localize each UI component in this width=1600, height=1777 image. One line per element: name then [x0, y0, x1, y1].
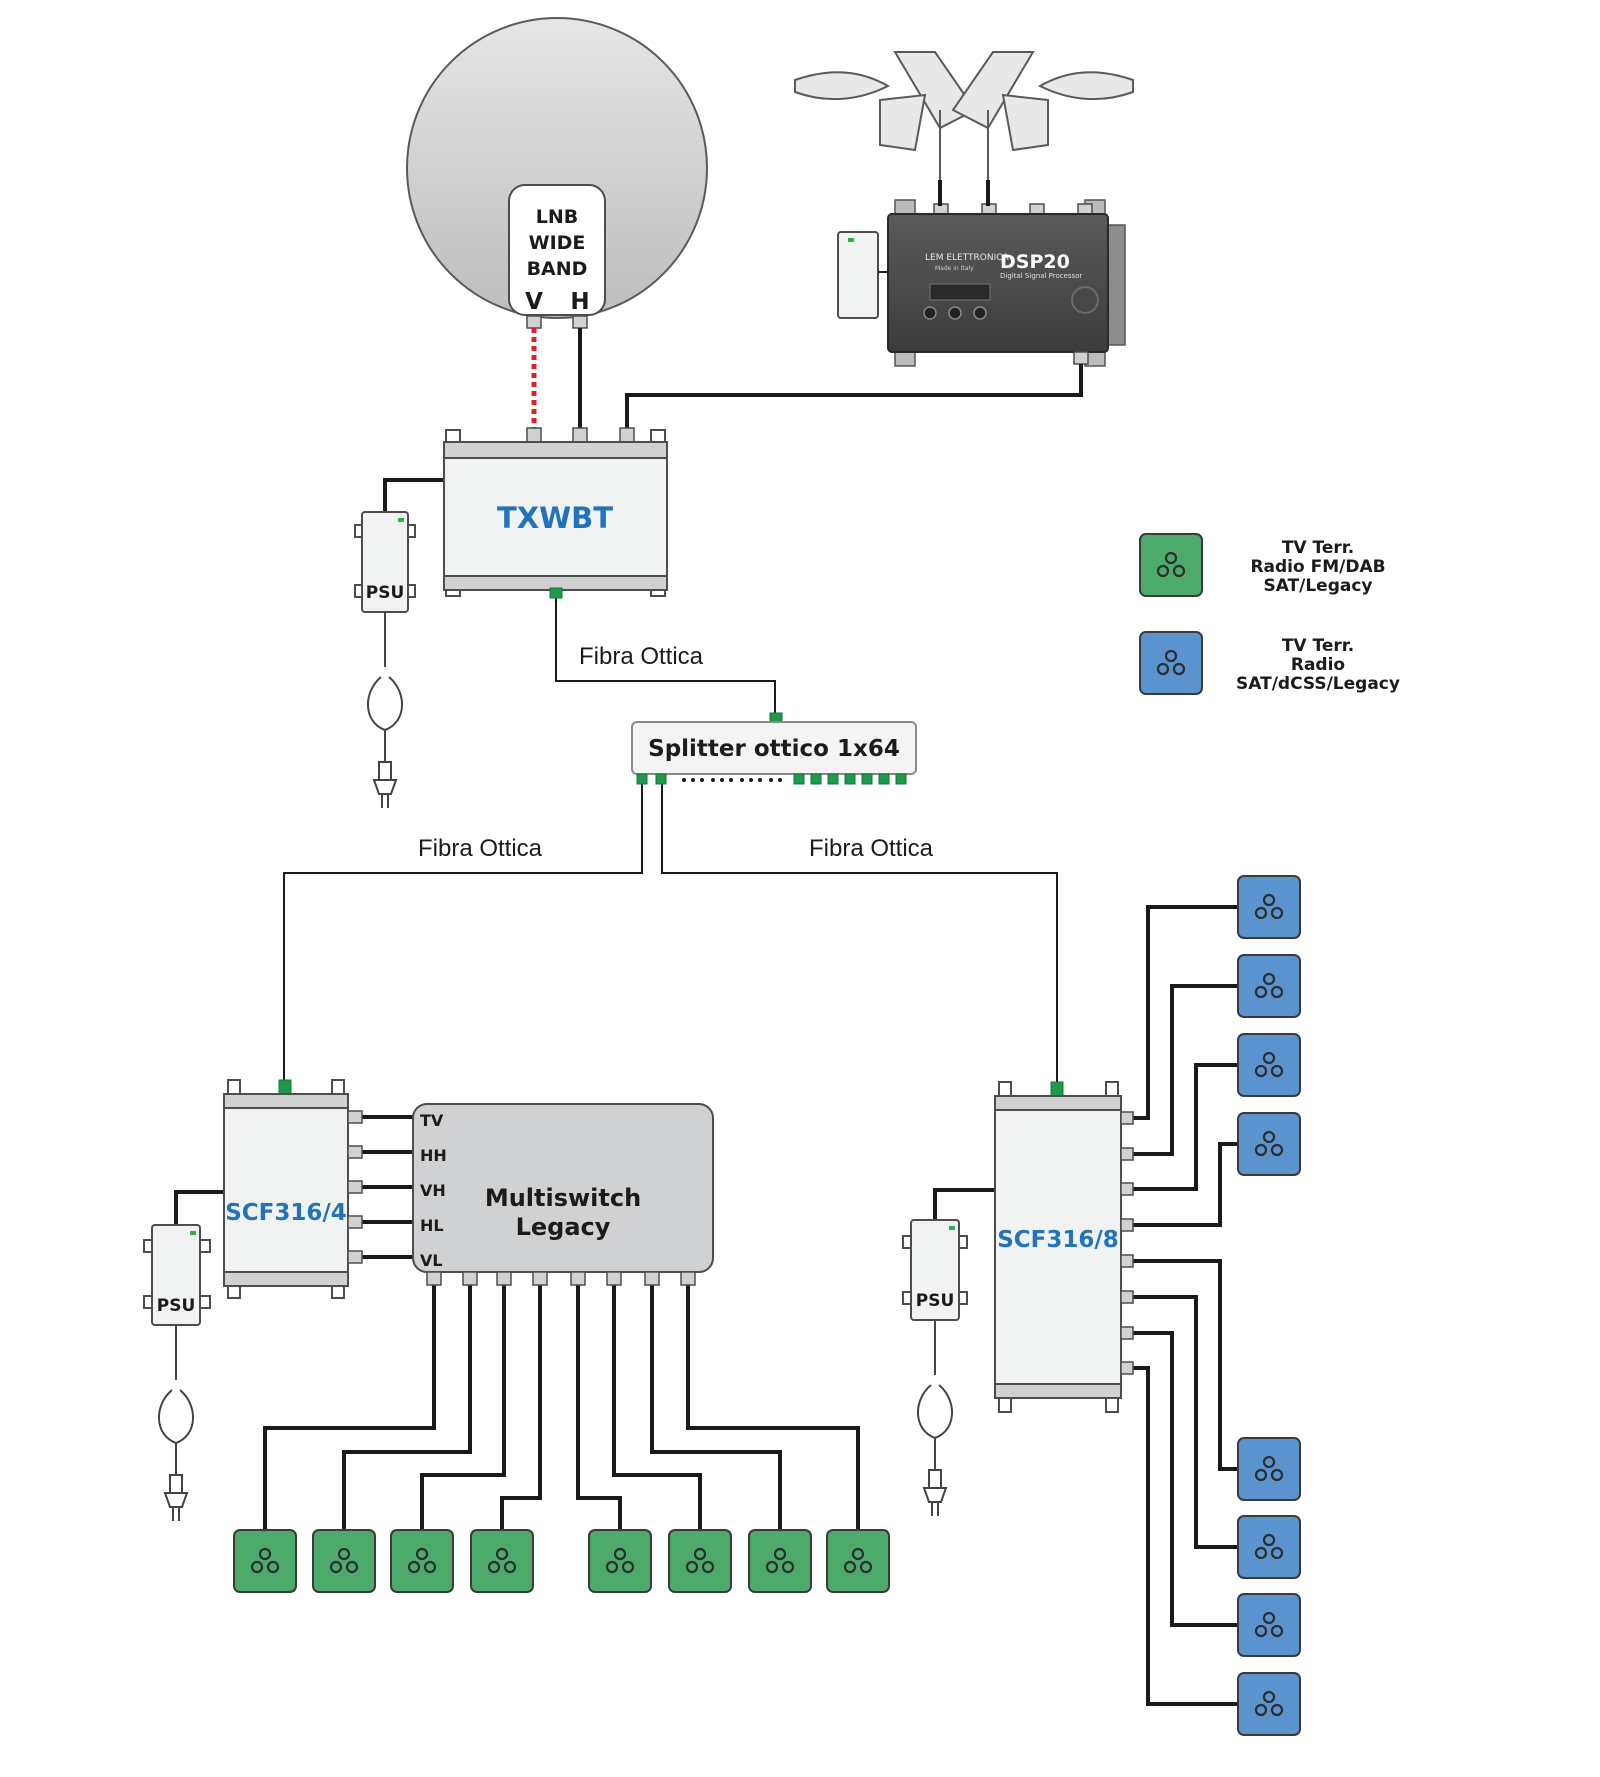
tv-socket-icon: [1237, 1672, 1301, 1736]
tv-socket-icon: [1237, 1033, 1301, 1097]
tv-socket-icon: [1237, 1593, 1301, 1657]
yagi-antenna-icon: [951, 51, 1134, 205]
legend-green-line2: Radio FM/DAB: [1250, 557, 1385, 577]
scf8-fiber-port: [1050, 1081, 1064, 1097]
tv-socket-icon: [668, 1529, 732, 1593]
tv-socket-icon: [748, 1529, 812, 1593]
blue-sockets: [1237, 875, 1301, 1736]
legend-green-line1: TV Terr.: [1282, 538, 1354, 558]
power-plug-icon: [366, 611, 404, 809]
scf8-output-cables: [1133, 905, 1238, 1706]
dsp20-made-in: Made in Italy: [935, 265, 974, 272]
multiswitch-output-ports: [426, 1271, 696, 1286]
ms-input-vh: VH: [420, 1181, 446, 1200]
fiber-label-left: Fibra Ottica: [418, 835, 543, 862]
psu-scf8: PSU: [902, 1219, 968, 1517]
power-plug-icon: [916, 1319, 954, 1517]
splitter-ports-ellipsis: [682, 778, 782, 782]
legend-green-line3: SAT/Legacy: [1263, 576, 1372, 596]
legend-blue-line3: SAT/dCSS/Legacy: [1236, 674, 1400, 694]
ms-input-tv: TV: [420, 1111, 444, 1130]
dsp20-processor: LEM ELETTRONICA Made in Italy DSP20 Digi…: [887, 199, 1126, 367]
optical-splitter: Splitter ottico 1x64: [631, 712, 917, 785]
legend-green-swatch: [1139, 533, 1203, 597]
splitter-label: Splitter ottico 1x64: [648, 736, 900, 762]
lnb-wideband: LNB WIDE BAND V H: [508, 184, 606, 329]
fiber-label-right: Fibra Ottica: [809, 835, 934, 862]
ms-input-hh: HH: [420, 1146, 447, 1165]
psu-label: PSU: [157, 1296, 196, 1316]
scf4-name: SCF316/4: [225, 1200, 347, 1226]
psu-scf4: PSU: [143, 1224, 211, 1522]
psu-txwbt: PSU: [354, 511, 416, 809]
psu-label: PSU: [366, 583, 405, 603]
lnb-port-h-label: H: [570, 289, 589, 315]
legend: TV Terr. Radio FM/DAB SAT/Legacy TV Terr…: [1139, 533, 1400, 695]
splitter-output-ports: [636, 773, 907, 785]
tv-socket-icon: [1237, 875, 1301, 939]
legend-blue-line2: Radio: [1291, 655, 1345, 675]
scf316-8-receiver: SCF316/8: [994, 1081, 1134, 1413]
scf8-output-ports: [1120, 1111, 1134, 1375]
lnb-h-connector: [572, 315, 588, 329]
green-sockets: [233, 1529, 890, 1593]
lnb-label-line2: WIDE: [529, 232, 586, 254]
tv-socket-icon: [1237, 1515, 1301, 1579]
tv-socket-icon: [588, 1529, 652, 1593]
fiber-label-top: Fibra Ottica: [579, 643, 704, 670]
dsp20-brand: LEM ELETTRONICA: [925, 253, 1010, 263]
psu-label: PSU: [916, 1291, 955, 1311]
yagi-antenna-icon: [794, 51, 977, 205]
multiswitch-output-cables: [263, 1285, 860, 1530]
multiswitch-legacy: TV HH VH HL VL Multiswitch Legacy: [412, 1103, 714, 1286]
ms-input-vl: VL: [420, 1251, 443, 1270]
multiswitch-title-line2: Legacy: [516, 1213, 611, 1241]
tv-socket-icon: [312, 1529, 376, 1593]
scf4-output-ports: [347, 1110, 363, 1264]
legend-blue-swatch: [1139, 631, 1203, 695]
multiswitch-title-line1: Multiswitch: [485, 1184, 641, 1212]
lnb-port-v-label: V: [525, 289, 543, 315]
scf4-to-multiswitch-cables: [362, 1115, 415, 1259]
txwbt-fiber-port: [549, 587, 563, 599]
tv-socket-icon: [233, 1529, 297, 1593]
ms-input-hl: HL: [420, 1216, 444, 1235]
scf316-4-receiver: SCF316/4: [223, 1079, 363, 1299]
scf8-name: SCF316/8: [997, 1227, 1119, 1253]
tv-socket-icon: [470, 1529, 534, 1593]
dsp20-power-supply: [837, 231, 888, 319]
scf4-fiber-port: [278, 1079, 292, 1095]
tv-socket-icon: [826, 1529, 890, 1593]
satellite-dish-icon: [406, 17, 708, 319]
legend-blue-line1: TV Terr.: [1282, 636, 1354, 656]
dsp20-subtitle: Digital Signal Processor: [1000, 272, 1082, 280]
tv-socket-icon: [1237, 954, 1301, 1018]
lnb-label-line1: LNB: [536, 206, 579, 228]
tv-socket-icon: [1237, 1437, 1301, 1501]
tv-socket-icon: [390, 1529, 454, 1593]
lnb-v-connector: [526, 315, 542, 329]
dsp20-model: DSP20: [1000, 251, 1070, 273]
tv-socket-icon: [1237, 1112, 1301, 1176]
power-plug-icon: [157, 1324, 195, 1522]
txwbt-transmitter: TXWBT: [443, 427, 668, 599]
lnb-label-line3: BAND: [527, 258, 588, 280]
txwbt-name: TXWBT: [497, 501, 613, 535]
